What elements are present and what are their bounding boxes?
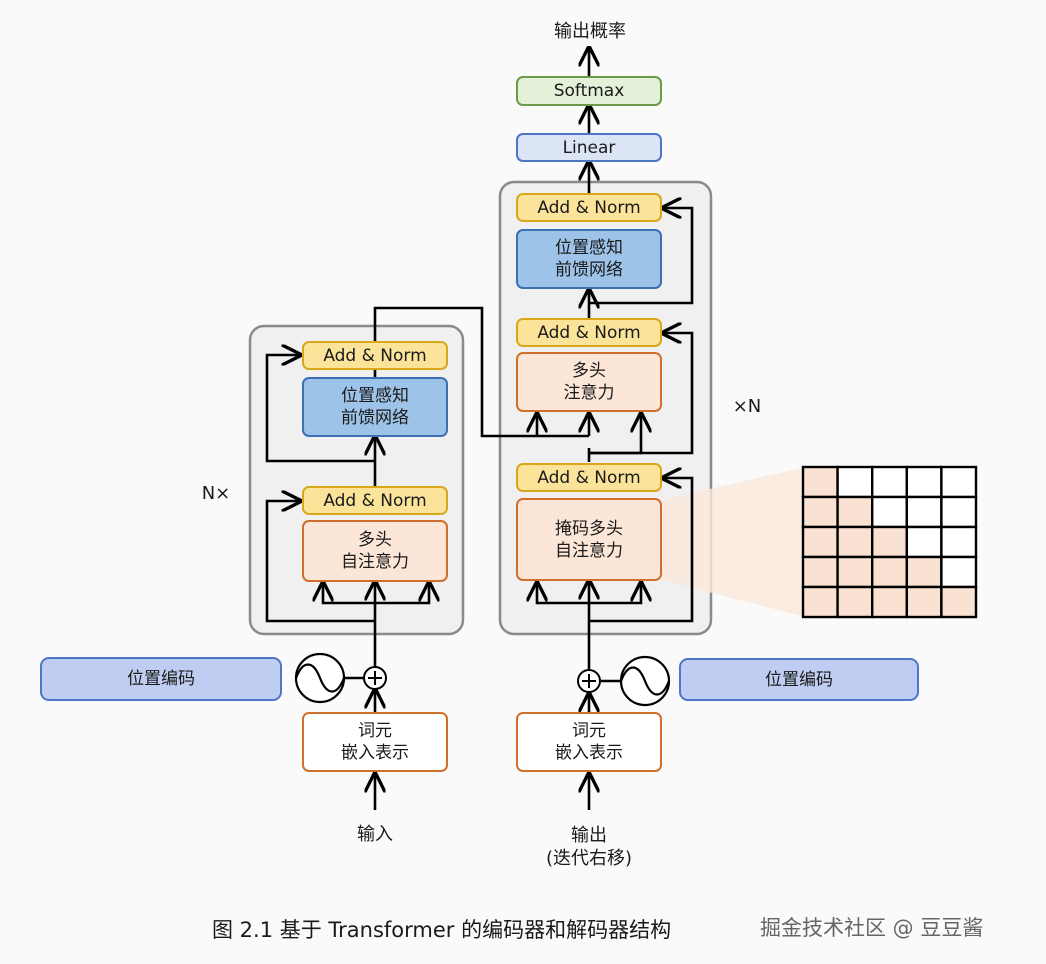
mask-cell: [940, 585, 978, 619]
mask-cell: [836, 525, 874, 559]
mask-projection: [662, 467, 805, 617]
mask-cell: [871, 465, 909, 499]
mask-matrix: [801, 465, 978, 619]
mask-cell: [905, 495, 943, 529]
decoder-masked-self-attention[interactable]: 掩码多头 自注意力: [516, 498, 662, 581]
watermark: 掘金技术社区 @ 豆豆酱: [760, 916, 984, 940]
mask-cell: [836, 585, 874, 619]
encoder-sine-icon: [294, 652, 346, 704]
mask-cell: [836, 465, 874, 499]
mask-cell: [801, 525, 839, 559]
mask-cell: [836, 555, 874, 589]
mask-cell: [905, 555, 943, 589]
decoder-add-norm-bottom[interactable]: Add & Norm: [516, 463, 662, 492]
mask-cell: [801, 465, 839, 499]
encoder-input-label: 输入: [357, 824, 393, 845]
decoder-feed-forward[interactable]: 位置感知 前馈网络: [516, 229, 662, 289]
mask-cell: [940, 555, 978, 589]
encoder-repeat-label: N×: [201, 483, 231, 504]
mask-cell: [940, 525, 978, 559]
linear-block[interactable]: Linear: [516, 133, 662, 162]
encoder-self-attention[interactable]: 多头 自注意力: [302, 520, 448, 582]
output-probabilities-label: 输出概率: [554, 21, 626, 42]
mask-cell: [871, 495, 909, 529]
mask-cell: [905, 585, 943, 619]
decoder-output-label: 输出 (迭代右移): [545, 825, 633, 869]
mask-cell: [871, 525, 909, 559]
softmax-block[interactable]: Softmax: [516, 76, 662, 106]
decoder-repeat-label: ×N: [732, 396, 762, 417]
encoder-embedding[interactable]: 词元 嵌入表示: [302, 712, 448, 772]
encoder-feed-forward[interactable]: 位置感知 前馈网络: [302, 377, 448, 437]
mask-cell: [940, 495, 978, 529]
mask-cell: [871, 585, 909, 619]
decoder-positional-encoding[interactable]: 位置编码: [679, 658, 919, 701]
mask-cell: [836, 495, 874, 529]
encoder-positional-encoding[interactable]: 位置编码: [40, 657, 282, 701]
mask-cell: [871, 555, 909, 589]
mask-cell: [801, 495, 839, 529]
decoder-cross-attention[interactable]: 多头 注意力: [516, 352, 662, 412]
encoder-add-norm-top[interactable]: Add & Norm: [302, 341, 448, 370]
decoder-add-norm-top[interactable]: Add & Norm: [516, 193, 662, 222]
decoder-sine-icon: [619, 655, 671, 707]
decoder-add-icon: [577, 669, 601, 693]
decoder-add-norm-mid[interactable]: Add & Norm: [516, 318, 662, 347]
mask-cell: [905, 525, 943, 559]
figure-caption: 图 2.1 基于 Transformer 的编码器和解码器结构: [212, 918, 672, 942]
decoder-embedding[interactable]: 词元 嵌入表示: [516, 712, 662, 772]
mask-cell: [801, 555, 839, 589]
encoder-add-icon: [363, 666, 387, 690]
encoder-container: [248, 324, 465, 636]
encoder-add-norm-bottom[interactable]: Add & Norm: [302, 486, 448, 515]
mask-cell: [940, 465, 978, 499]
mask-cell: [801, 585, 839, 619]
mask-cell: [905, 465, 943, 499]
